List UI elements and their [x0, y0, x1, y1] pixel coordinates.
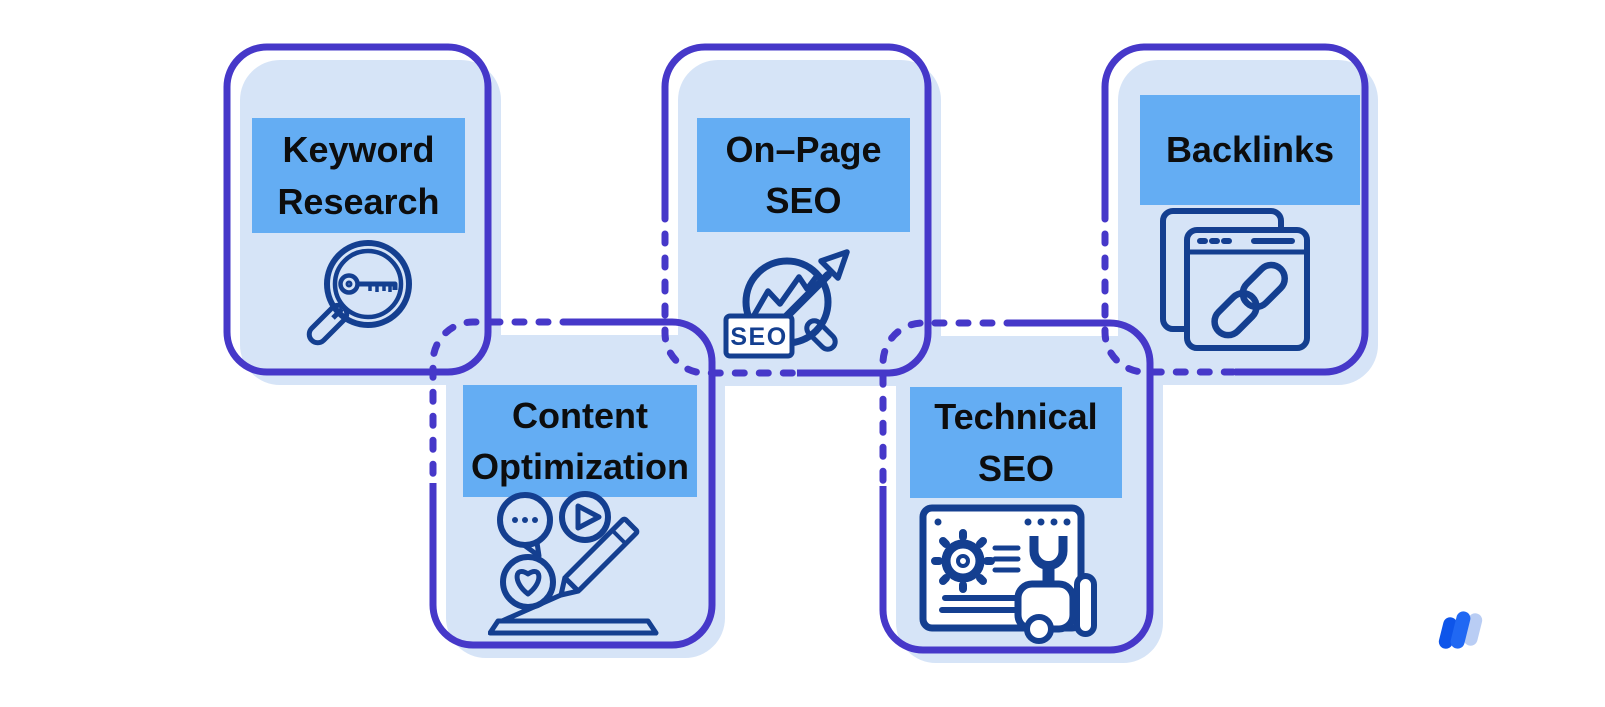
magnifier-key-icon — [306, 240, 412, 346]
chart-magnifier-icon: SEO — [723, 249, 850, 359]
card-title-line: Backlinks — [1165, 129, 1335, 171]
card-technical-seo: Technical SEO — [896, 336, 1163, 663]
card-title-box-technical-seo: Technical SEO — [910, 387, 1122, 498]
card-title-line: Content — [512, 394, 648, 436]
seo-box-text: SEO — [730, 323, 787, 351]
card-title-line: Technical — [934, 396, 1098, 438]
card-title-line: SEO — [765, 180, 842, 221]
card-title-box-keyword-research: Keyword Research — [252, 118, 465, 233]
content-writing-icon — [488, 491, 659, 636]
card-title-line: SEO — [977, 447, 1055, 489]
card-on-page-seo: On–Page SEO SEO — [678, 60, 941, 386]
browser-chain-link-icon — [1160, 208, 1310, 351]
window-wrench-icon — [919, 504, 1097, 644]
card-keyword-research: Keyword Research — [240, 60, 501, 385]
card-title-line: Keyword — [282, 129, 435, 171]
card-title-line: On–Page — [725, 128, 882, 170]
card-title-line: Research — [277, 180, 440, 222]
card-title-line: Optimization — [471, 446, 689, 487]
card-backlinks: Backlinks — [1118, 60, 1378, 385]
card-title-box-on-page-seo: On–Page SEO — [697, 118, 910, 232]
w-brand-logo — [1438, 611, 1483, 649]
card-title-box-backlinks: Backlinks — [1140, 95, 1360, 205]
card-content-optimization: Content Optimization — [446, 335, 725, 658]
card-title-box-content-optimization: Content Optimization — [463, 385, 697, 497]
